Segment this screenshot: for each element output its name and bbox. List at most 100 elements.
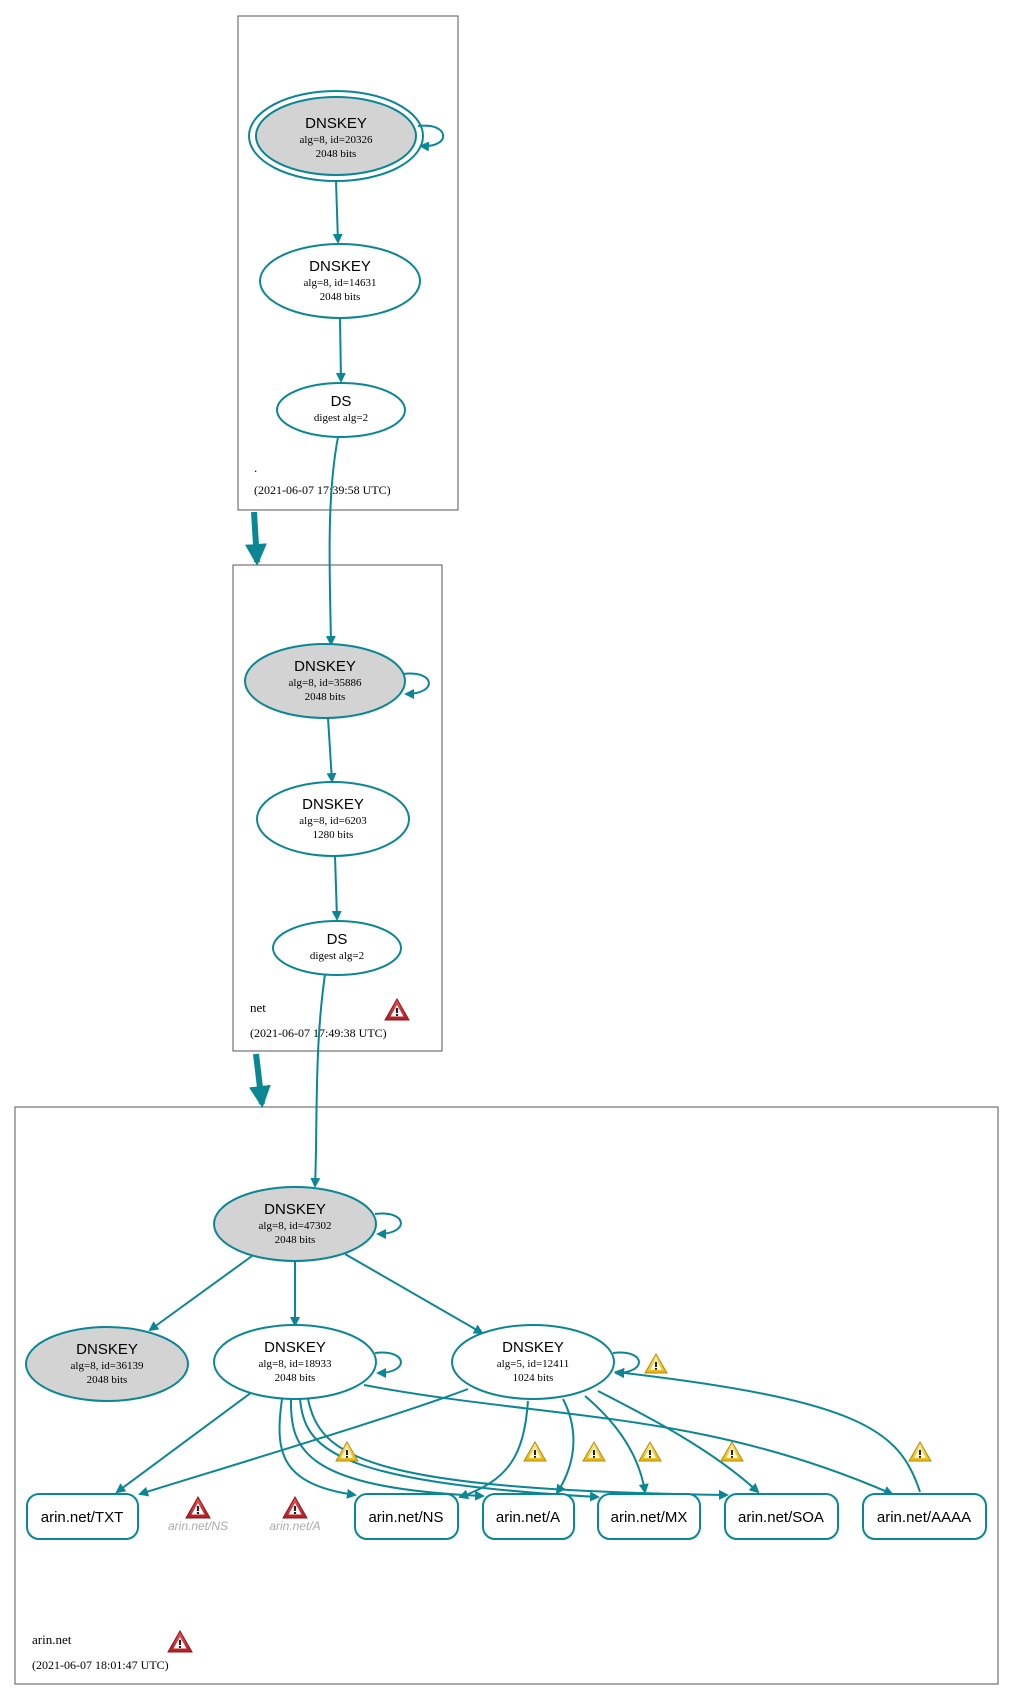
warning-icon <box>644 1353 668 1374</box>
node-detail: 2048 bits <box>87 1374 128 1386</box>
ds-node-net[interactable]: DS digest alg=2 <box>272 920 402 976</box>
node-detail: alg=8, id=35886 <box>289 677 362 689</box>
dnskey-node-root-zsk[interactable]: DNSKEY alg=8, id=14631 2048 bits <box>259 243 421 319</box>
error-icon <box>282 1496 308 1519</box>
rrset-label: arin.net/TXT <box>41 1509 124 1526</box>
node-title: DNSKEY <box>305 115 367 132</box>
edge-net-ksk-zsk <box>326 717 337 783</box>
node-detail: 2048 bits <box>275 1372 316 1384</box>
rrset-node-mx[interactable]: arin.net/MX <box>597 1493 701 1540</box>
node-title: DNSKEY <box>309 258 371 275</box>
warning-icon <box>638 1441 662 1462</box>
error-icon <box>167 1630 193 1653</box>
node-detail: alg=8, id=18933 <box>259 1358 332 1370</box>
node-detail: alg=8, id=14631 <box>304 277 377 289</box>
edge-root-ksk-self <box>417 124 445 152</box>
missing-rrset-label: arin.net/A <box>269 1519 320 1533</box>
warning-icon <box>582 1441 606 1462</box>
rrset-node-ns[interactable]: arin.net/NS <box>354 1493 459 1540</box>
warning-icon <box>908 1441 932 1462</box>
node-detail: alg=8, id=20326 <box>300 134 373 146</box>
missing-rrset-a[interactable]: arin.net/A <box>269 1496 321 1533</box>
zone-name: net <box>250 1000 266 1015</box>
edge-k3-txt <box>138 1388 469 1497</box>
missing-rrset-label: arin.net/NS <box>168 1519 228 1533</box>
edge-k3-soa <box>597 1390 760 1494</box>
missing-rrset-ns[interactable]: arin.net/NS <box>168 1496 228 1533</box>
node-title: DNSKEY <box>264 1339 326 1356</box>
rrset-node-aaaa[interactable]: arin.net/AAAA <box>862 1493 987 1540</box>
node-title: DNSKEY <box>502 1339 564 1356</box>
error-icon <box>185 1496 211 1519</box>
rrset-label: arin.net/AAAA <box>877 1509 971 1526</box>
rrset-label: arin.net/NS <box>368 1509 443 1526</box>
rrset-node-a[interactable]: arin.net/A <box>482 1493 575 1540</box>
zone-timestamp: (2021-06-07 18:01:47 UTC) <box>32 1658 169 1672</box>
warning-icon <box>720 1441 744 1462</box>
dnskey-node-arin-ksk[interactable]: DNSKEY alg=8, id=47302 2048 bits <box>213 1186 377 1262</box>
edge-k3-self <box>612 1351 640 1378</box>
edge-root-ksk-zsk <box>332 180 343 244</box>
node-title: DS <box>327 931 348 948</box>
zone-arin: arin.net (2021-06-07 18:01:47 UTC) <box>14 1106 999 1685</box>
zone-name: . <box>254 460 257 475</box>
edge-k2-a <box>289 1398 485 1501</box>
node-title: DNSKEY <box>264 1201 326 1218</box>
dnskey-node-arin-36139[interactable]: DNSKEY alg=8, id=36139 2048 bits <box>25 1326 189 1402</box>
node-title: DNSKEY <box>294 658 356 675</box>
node-detail: 2048 bits <box>316 148 357 160</box>
node-title: DNSKEY <box>76 1341 138 1358</box>
dnskey-node-root-ksk[interactable]: DNSKEY alg=8, id=20326 2048 bits <box>248 90 424 182</box>
node-detail: alg=8, id=36139 <box>71 1360 144 1372</box>
warning-icon <box>523 1441 547 1462</box>
node-detail: 1024 bits <box>513 1372 554 1384</box>
delegation-edges <box>244 511 271 1108</box>
node-detail: 2048 bits <box>275 1234 316 1246</box>
dnskey-node-net-zsk[interactable]: DNSKEY alg=8, id=6203 1280 bits <box>256 781 410 857</box>
rrset-label: arin.net/MX <box>611 1509 688 1526</box>
delegation-net-arin <box>248 1053 271 1108</box>
zone-name: arin.net <box>32 1632 72 1647</box>
edge-k3-a <box>555 1398 575 1495</box>
warning-icon <box>335 1441 359 1462</box>
edge-k2-soa <box>307 1398 729 1500</box>
delegation-root-net <box>244 511 267 566</box>
edge-k2-aaaa <box>363 1384 894 1496</box>
edge-k2-ns <box>278 1398 357 1499</box>
node-title: DNSKEY <box>302 796 364 813</box>
dnskey-node-arin-18933[interactable]: DNSKEY alg=8, id=18933 2048 bits <box>213 1324 377 1400</box>
error-icon <box>384 998 410 1021</box>
edge-net-ds-arin-ksk <box>310 944 331 1188</box>
zone-root: . (2021-06-07 17:39:58 UTC) <box>237 15 459 511</box>
edge-arin-ksk-k1 <box>148 1255 253 1332</box>
node-detail: alg=8, id=47302 <box>259 1220 332 1232</box>
node-detail: 1280 bits <box>313 829 354 841</box>
zone-timestamp: (2021-06-07 17:39:58 UTC) <box>254 483 391 497</box>
dnskey-node-net-ksk[interactable]: DNSKEY alg=8, id=35886 2048 bits <box>244 643 406 719</box>
node-detail: 2048 bits <box>320 291 361 303</box>
edges <box>115 124 921 1502</box>
node-detail: digest alg=2 <box>314 412 368 424</box>
node-title: DS <box>331 393 352 410</box>
rrset-label: arin.net/SOA <box>738 1509 824 1526</box>
rrset-label: arin.net/A <box>496 1509 560 1526</box>
edge-k2-txt <box>115 1391 253 1494</box>
edge-arin-ksk-k3 <box>344 1253 484 1334</box>
edge-root-ds-net-ksk <box>325 436 339 646</box>
dnskey-node-arin-12411[interactable]: DNSKEY alg=5, id=12411 1024 bits <box>451 1324 615 1400</box>
rrset-node-txt[interactable]: arin.net/TXT <box>26 1493 139 1540</box>
node-detail: alg=8, id=6203 <box>299 815 367 827</box>
edge-k2-self <box>374 1351 402 1378</box>
edge-arin-ksk-self <box>374 1212 402 1239</box>
ds-node-root[interactable]: DS digest alg=2 <box>276 382 406 438</box>
node-detail: alg=5, id=12411 <box>497 1358 570 1370</box>
rrset-node-soa[interactable]: arin.net/SOA <box>724 1493 839 1540</box>
edge-k3-mx <box>584 1395 649 1494</box>
edge-net-zsk-ds <box>331 855 342 921</box>
edge-aaaa-k3 <box>614 1367 921 1493</box>
node-detail: 2048 bits <box>305 691 346 703</box>
edge-root-zsk-ds <box>335 317 346 383</box>
edge-net-ksk-self <box>402 672 430 699</box>
node-detail: digest alg=2 <box>310 950 364 962</box>
